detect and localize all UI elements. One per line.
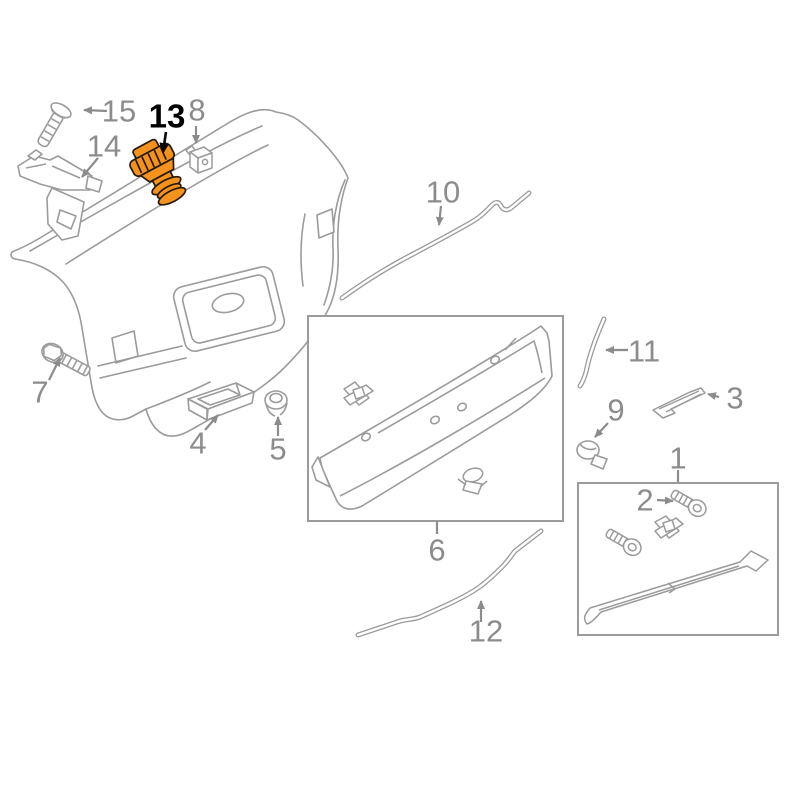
part-15-bolt-drawing bbox=[37, 102, 72, 148]
push-pin-clip-drawing bbox=[457, 467, 488, 495]
part-8-clip-drawing bbox=[185, 145, 213, 174]
callout-9: 9 bbox=[607, 392, 625, 428]
callout-15: 15 bbox=[101, 93, 137, 129]
part-1-spoiler-drawing bbox=[583, 550, 769, 625]
callout-12: 12 bbox=[468, 613, 504, 649]
part-2-screw-drawing bbox=[670, 489, 707, 518]
callout-3: 3 bbox=[726, 380, 744, 416]
callout-13-highlighted: 13 bbox=[148, 97, 186, 135]
callout-5: 5 bbox=[269, 431, 287, 467]
part-12-rod-drawing bbox=[355, 528, 544, 638]
part-6-trim-panel-drawing bbox=[311, 325, 553, 510]
part-4-lamp-drawing bbox=[187, 382, 255, 421]
callout-6: 6 bbox=[428, 532, 446, 568]
part-3-bracket-drawing bbox=[652, 387, 706, 419]
inset-box-1 bbox=[577, 482, 779, 636]
callout-1: 1 bbox=[669, 440, 687, 476]
spoiler-clip-drawing bbox=[654, 515, 684, 539]
part-2-screw-drawing-b bbox=[605, 528, 642, 557]
callout-2: 2 bbox=[636, 482, 654, 518]
part-10-rod-drawing bbox=[339, 190, 532, 301]
callout-7: 7 bbox=[31, 374, 49, 410]
callout-arrow-13 bbox=[159, 131, 170, 154]
part-9-clip-drawing bbox=[576, 440, 609, 471]
callout-10: 10 bbox=[425, 174, 461, 210]
callout-4: 4 bbox=[189, 425, 207, 461]
callout-11: 11 bbox=[627, 333, 661, 369]
part-5-grommet-drawing bbox=[264, 390, 288, 417]
callout-14: 14 bbox=[86, 128, 122, 164]
callout-8: 8 bbox=[188, 92, 206, 128]
trim-clip-drawing bbox=[343, 381, 374, 406]
part-14-latch-drawing bbox=[17, 149, 103, 241]
callout-arrows bbox=[48, 106, 720, 622]
part-11-rod-drawing bbox=[577, 316, 607, 389]
trunk-lid-drawing bbox=[10, 108, 349, 437]
